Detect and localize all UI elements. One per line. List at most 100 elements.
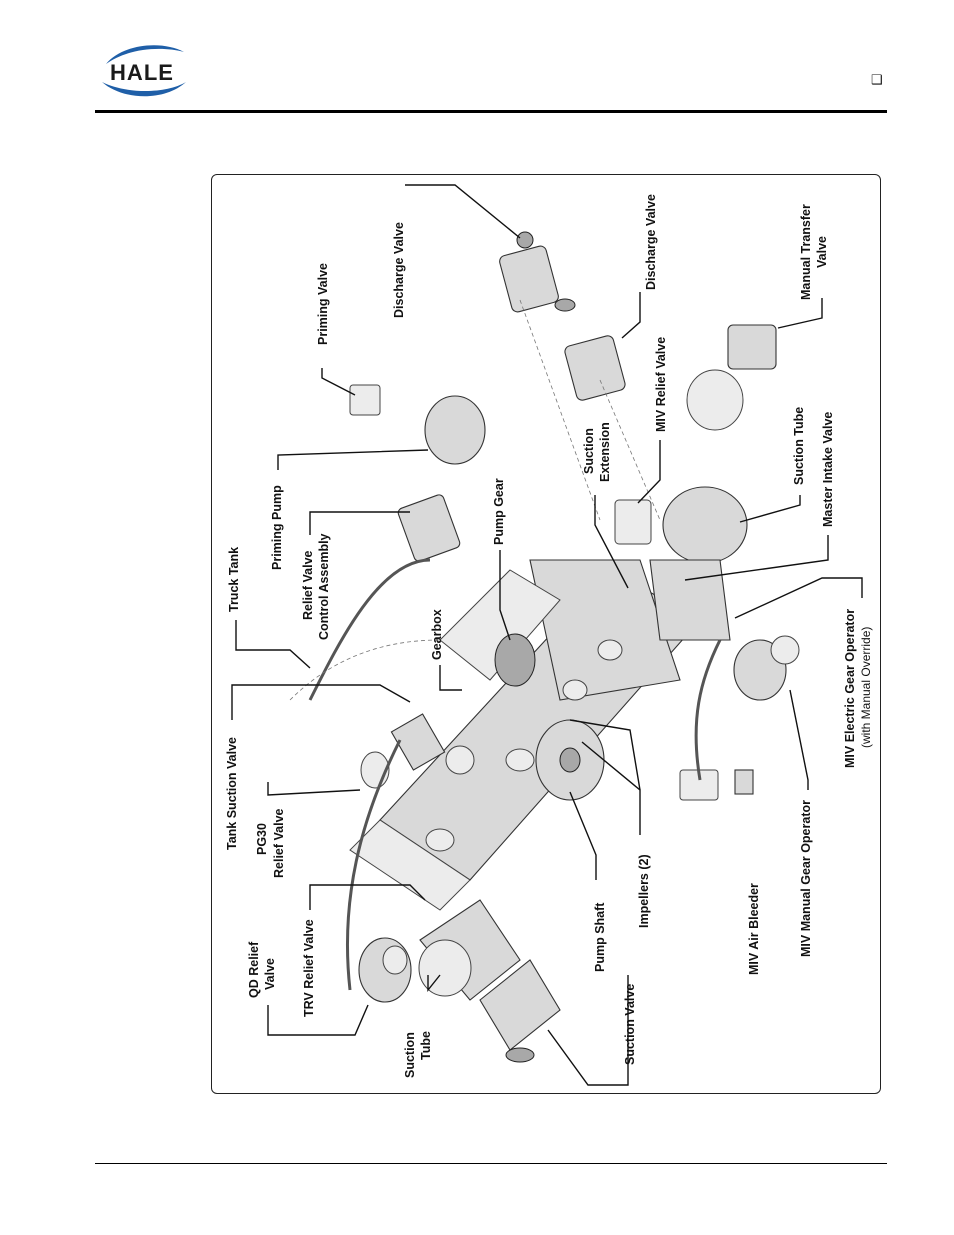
logo-swoosh-top	[106, 45, 184, 64]
tank-suction-valve-shape	[390, 713, 446, 771]
extension-dash-2	[599, 379, 661, 521]
label-pg30-2: Relief Valve	[272, 808, 286, 878]
label-qd-relief-2: Valve	[263, 958, 277, 990]
discharge-valve-top-shape	[499, 245, 559, 313]
label-qd-relief-1: QD Relief	[247, 941, 261, 998]
logo-wordmark: HALE	[110, 60, 174, 85]
leader-pg30	[267, 782, 361, 796]
suction-valve-shape	[479, 959, 561, 1051]
gearbox-shape	[439, 569, 561, 681]
label-pump-shaft: Pump Shaft	[593, 902, 607, 972]
body-port	[425, 828, 455, 852]
header-rule	[95, 110, 887, 113]
pump-illustration	[289, 231, 800, 1063]
label-manual-transfer-2: Valve	[815, 236, 829, 268]
label-discharge-valve-top: Discharge Valve	[392, 222, 406, 318]
pump-gear-shape	[494, 633, 536, 687]
relief-valve-control-shape	[397, 494, 461, 562]
discharge-valve-2-shape	[564, 335, 626, 401]
manual-transfer-valve-body	[686, 369, 744, 431]
extension-dash	[519, 299, 601, 521]
label-suction-tube-left-2: Tube	[419, 1031, 433, 1060]
label-trv-relief-valve: TRV Relief Valve	[302, 919, 316, 1017]
leader-lines	[231, 184, 863, 1086]
control-line	[694, 639, 722, 781]
label-priming-valve: Priming Valve	[316, 263, 330, 345]
discharge-valve-top-knob	[516, 231, 534, 249]
discharge-valve-2-handle	[554, 298, 576, 312]
leader-miv-relief-valve	[637, 440, 661, 504]
footer-rule	[95, 1163, 887, 1164]
leader-miv-manual-gear-operator	[789, 689, 809, 790]
miv-manual-gear-handwheel	[770, 635, 800, 665]
leader-suction-tube-right	[739, 495, 801, 523]
miv-air-bleeder-bracket	[734, 769, 754, 795]
label-gearbox: Gearbox	[430, 609, 444, 660]
leader-gearbox	[439, 665, 462, 691]
label-miv-electric-gear-operator: MIV Electric Gear Operator	[843, 609, 857, 768]
truck-tank-outline	[289, 639, 441, 701]
leader-miv-electric-gear-operator	[734, 577, 863, 619]
label-discharge-valve-2: Discharge Valve	[644, 194, 658, 290]
label-miv-manual-gear-operator: MIV Manual Gear Operator	[799, 800, 813, 957]
priming-valve-shape	[349, 384, 381, 416]
leader-impellers-2	[569, 719, 641, 791]
label-manual-transfer-1: Manual Transfer	[799, 204, 813, 300]
impeller-hub	[559, 747, 581, 773]
label-priming-pump: Priming Pump	[270, 485, 284, 570]
body-port	[597, 639, 623, 661]
miv-relief-valve-shape	[614, 499, 652, 545]
leader-truck-tank	[235, 620, 311, 669]
label-relief-valve-control-1: Relief Valve	[301, 550, 315, 620]
label-impellers: Impellers (2)	[637, 854, 651, 928]
leader-suction-tube-left	[427, 974, 441, 992]
figure-frame	[211, 174, 881, 1094]
master-intake-valve-shape	[649, 559, 731, 641]
label-miv-relief-valve: MIV Relief Valve	[654, 337, 668, 432]
relief-line	[345, 739, 402, 991]
leader-trv-relief	[309, 884, 426, 910]
checkbox-icon: ❑	[871, 72, 883, 87]
qd-relief-port	[382, 945, 408, 975]
leader-suction-valve	[547, 975, 629, 1086]
leader-suction-extension	[594, 495, 629, 589]
leader-relief-valve-control	[309, 511, 410, 535]
body-port	[562, 679, 588, 701]
label-master-intake-valve: Master Intake Valve	[821, 412, 835, 527]
label-pump-gear: Pump Gear	[492, 478, 506, 545]
leader-manual-transfer-valve	[777, 298, 823, 329]
label-suction-tube-right: Suction Tube	[792, 407, 806, 485]
leader-priming-pump	[277, 449, 429, 470]
leader-tank-suction-valve	[231, 684, 411, 720]
suction-tube-opening	[418, 939, 472, 997]
leader-master-intake-valve	[684, 535, 829, 581]
label-tank-suction-valve: Tank Suction Valve	[225, 737, 239, 850]
logo-swoosh-bottom	[102, 82, 186, 97]
leader-pump-gear	[499, 550, 511, 641]
hale-logo: HALE	[102, 45, 186, 97]
label-truck-tank: Truck Tank	[227, 547, 241, 612]
label-suction-extension-1: Suction	[582, 428, 596, 474]
label-pg30-1: PG30	[255, 823, 269, 855]
label-suction-tube-left-1: Suction	[403, 1032, 417, 1078]
handwheel-shape	[445, 745, 475, 775]
label-miv-electric-gear-operator-sub: (with Manual Override)	[859, 627, 873, 748]
suction-tube-right-shape	[662, 486, 748, 564]
priming-pump-shape	[424, 395, 486, 465]
leader-discharge-valve-top	[405, 184, 521, 239]
suction-valve-handle	[505, 1047, 535, 1063]
leader-priming-valve	[321, 368, 356, 396]
label-suction-extension-2: Extension	[598, 422, 612, 482]
label-miv-air-bleeder: MIV Air Bleeder	[747, 883, 761, 975]
label-relief-valve-control-2: Control Assembly	[317, 533, 331, 640]
pump-casing-right	[529, 559, 681, 701]
body-port	[505, 748, 535, 772]
leader-pump-shaft	[569, 791, 597, 880]
label-suction-valve: Suction Valve	[623, 984, 637, 1065]
leader-qd-relief	[267, 1004, 369, 1036]
tank-pipe	[308, 558, 431, 701]
manual-transfer-valve-shape	[727, 324, 777, 370]
leader-discharge-valve-2	[621, 292, 641, 339]
figure-labels: Discharge Valve Priming Valve Discharge …	[225, 194, 873, 1078]
